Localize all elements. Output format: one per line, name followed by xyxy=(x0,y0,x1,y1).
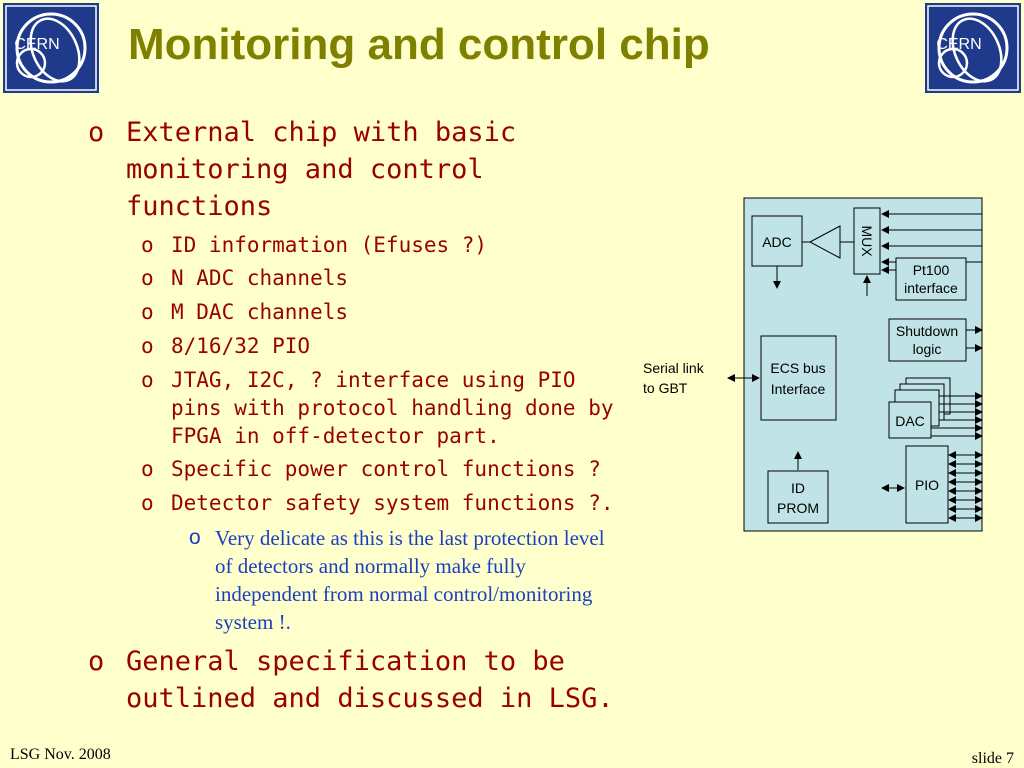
bullet-marker: o xyxy=(141,368,154,392)
sub-bullet-item: o M DAC channels xyxy=(141,298,631,326)
bullet-marker: o xyxy=(88,117,105,148)
bullet-text: External chip with basic monitoring and … xyxy=(126,117,517,222)
ecs-bus-label: Interface xyxy=(771,381,826,397)
serial-link-label: Serial link xyxy=(643,360,705,376)
bullet-item: o General specification to be outlined a… xyxy=(88,643,626,717)
bullet-marker: o xyxy=(141,266,154,290)
pio-label: PIO xyxy=(915,477,939,493)
sub-bullet-item: o N ADC channels xyxy=(141,264,631,292)
bullet-marker: o xyxy=(141,334,154,358)
dac-label: DAC xyxy=(895,413,925,429)
shutdown-label: logic xyxy=(913,341,942,357)
bullet-marker: o xyxy=(141,233,154,257)
slide-number: slide 7 xyxy=(971,750,1014,767)
ecs-bus-block xyxy=(760,335,837,421)
sub-bullet-item: o Detector safety system functions ?. xyxy=(141,489,631,517)
footer-date: LSG Nov. 2008 xyxy=(10,746,111,763)
svg-text:CERN: CERN xyxy=(936,36,981,53)
serial-link-label: to GBT xyxy=(643,380,688,396)
mux-label: MUX xyxy=(859,225,875,257)
bullet-marker: o xyxy=(141,457,154,481)
ecs-bus-label: ECS bus xyxy=(770,360,825,376)
sub-bullet-text: JTAG, I2C, ? interface using PIO pins wi… xyxy=(171,368,614,448)
shutdown-label: Shutdown xyxy=(896,323,958,339)
bullet-marker: o xyxy=(141,300,154,324)
sub-bullet-item: o JTAG, I2C, ? interface using PIO pins … xyxy=(141,366,636,450)
sub-bullet-text: M DAC channels xyxy=(171,300,349,324)
adc-label: ADC xyxy=(762,234,792,250)
svg-text:CERN: CERN xyxy=(14,36,59,53)
sub-bullet-item: o ID information (Efuses ?) xyxy=(141,231,631,259)
id-prom-label: PROM xyxy=(777,500,819,516)
sub-bullet-text: 8/16/32 PIO xyxy=(171,334,311,358)
cern-logo: CERN xyxy=(925,3,1021,93)
sub-bullet-text: Detector safety system functions ?. xyxy=(171,491,614,515)
pt100-block xyxy=(895,257,967,301)
sub-bullet-item: o 8/16/32 PIO xyxy=(141,332,631,360)
pio-block xyxy=(905,445,949,524)
id-prom-block xyxy=(767,470,829,524)
bullet-marker: o xyxy=(189,526,201,549)
bullet-text: General specification to be outlined and… xyxy=(126,646,614,714)
dac-block xyxy=(888,401,932,439)
pt100-label: interface xyxy=(904,280,958,296)
sub-bullet-item: o Specific power control functions ? xyxy=(141,455,631,483)
cern-logo: CERN xyxy=(3,3,99,93)
adc-block xyxy=(751,215,803,267)
sub-sub-bullet-text: Very delicate as this is the last protec… xyxy=(215,526,605,634)
sub-bullet-text: Specific power control functions ? xyxy=(171,457,601,481)
mux-block xyxy=(853,207,881,275)
shutdown-block xyxy=(888,318,967,362)
slide-title: Monitoring and control chip xyxy=(128,20,710,69)
sub-bullet-text: N ADC channels xyxy=(171,266,349,290)
sub-bullet-text: ID information (Efuses ?) xyxy=(171,233,488,257)
sub-sub-bullet-item: o Very delicate as this is the last prot… xyxy=(189,524,625,636)
bullet-marker: o xyxy=(88,646,105,677)
block-diagram: ADC MUX Pt100 interface Shutdown logic E… xyxy=(643,197,983,532)
id-prom-label: ID xyxy=(791,480,805,496)
bullet-marker: o xyxy=(141,491,154,515)
bullet-item: o External chip with basic monitoring an… xyxy=(88,114,526,225)
pt100-label: Pt100 xyxy=(913,262,950,278)
